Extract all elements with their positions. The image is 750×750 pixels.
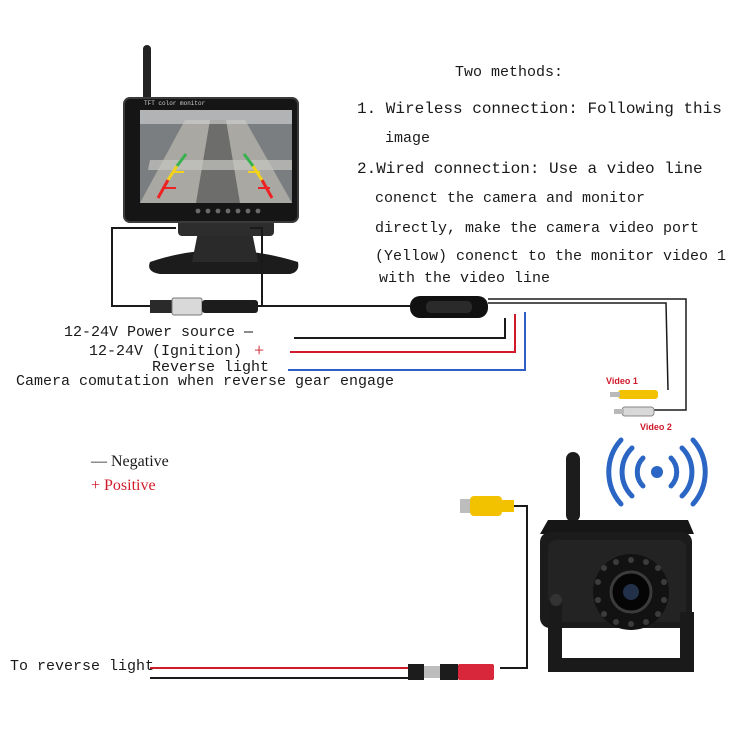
video-1-label: Video 1	[606, 376, 638, 386]
ignition-label: 12-24V (Ignition)	[89, 343, 243, 360]
power-wires	[288, 312, 526, 371]
monitor-screen	[140, 110, 292, 203]
method-1-line-1: 1. Wireless connection: Following this	[357, 100, 722, 118]
ignition-plus-sign: +	[254, 340, 265, 360]
reverse-light-label: Reverse light	[152, 359, 270, 376]
reverse-plug	[150, 664, 494, 680]
method-1-line-2: image	[385, 130, 431, 147]
camera-cables	[468, 505, 528, 669]
monitor-cable	[111, 227, 263, 307]
power-connector	[150, 297, 258, 316]
to-reverse-light-label: To reverse light	[10, 658, 155, 675]
video-cables	[488, 298, 687, 411]
video-2-label: Video 2	[640, 422, 672, 432]
method-2-line-5: with the video line	[379, 270, 551, 287]
camera-commutation-note: Camera comutation when reverse gear enga…	[16, 373, 395, 390]
camera-rca-yellow	[460, 496, 514, 516]
method-2-line-3: directly, make the camera video port	[375, 220, 700, 237]
junction-box	[410, 296, 488, 318]
method-2-line-1: 2.Wired connection: Use a video line	[357, 160, 703, 178]
monitor	[123, 45, 299, 274]
rca-video-2	[614, 406, 655, 417]
rca-video-1	[610, 390, 658, 399]
legend-negative: — Negative	[91, 453, 169, 470]
method-2-line-4: (Yellow) conenct to the monitor video 1	[375, 248, 727, 265]
ir-leds	[595, 557, 667, 627]
wireless-signal-icon	[606, 437, 708, 507]
monitor-screen-label: TFT color monitor	[144, 100, 206, 107]
power-source-label: 12-24V Power source —	[64, 324, 254, 341]
camera	[540, 452, 694, 672]
method-2-line-2: conenct the camera and monitor	[375, 190, 646, 207]
legend-positive: + Positive	[91, 477, 156, 494]
monitor-buttons	[195, 208, 261, 214]
methods-heading: Two methods:	[455, 64, 564, 81]
